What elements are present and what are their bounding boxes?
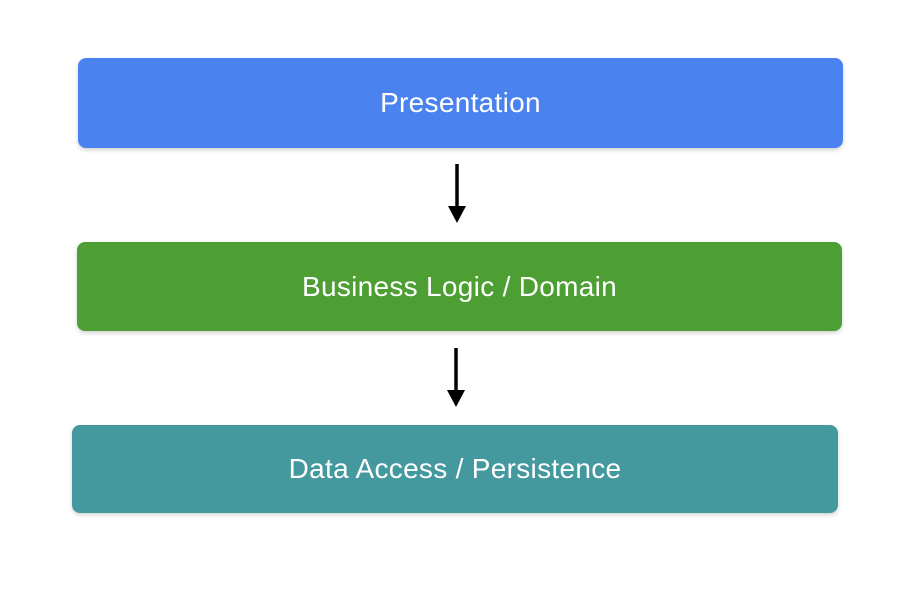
down-arrow-icon — [448, 164, 466, 223]
down-arrow-icon — [447, 348, 465, 407]
layer-label-presentation: Presentation — [380, 87, 541, 118]
layer-box-data-access: Data Access / Persistence — [72, 425, 838, 513]
layer-label-data-access: Data Access / Persistence — [288, 453, 622, 484]
layer-box-presentation: Presentation — [78, 58, 843, 148]
layer-box-business-logic: Business Logic / Domain — [77, 242, 842, 331]
layer-label-business-logic: Business Logic / Domain — [301, 270, 618, 302]
